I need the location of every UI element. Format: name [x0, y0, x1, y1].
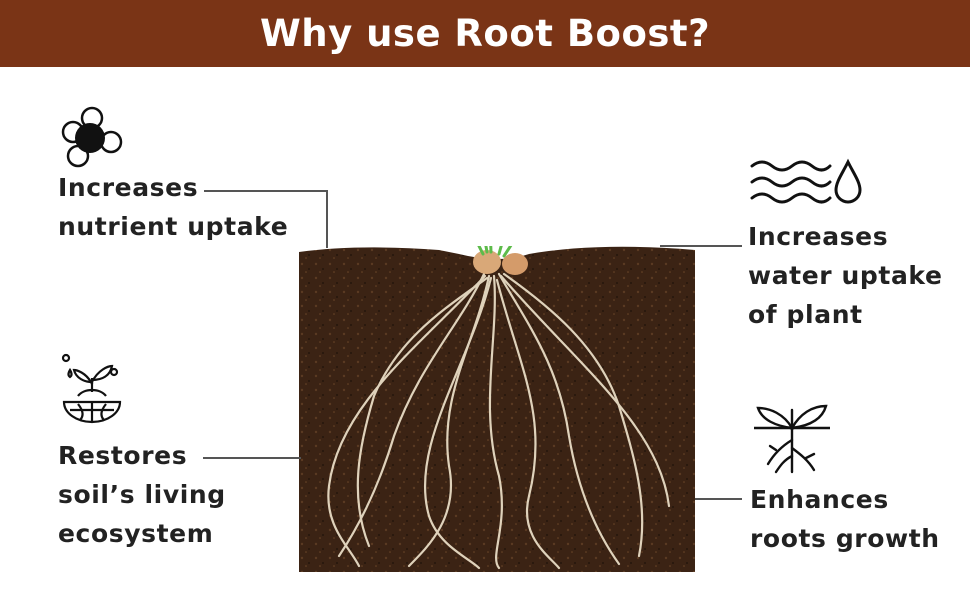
- feature-line: soil’s living: [58, 480, 226, 509]
- feature-line: Increases: [58, 173, 199, 202]
- feature-line: of plant: [748, 300, 863, 329]
- feature-water-uptake: Increases water uptake of plant: [748, 217, 943, 334]
- page-title: Why use Root Boost?: [259, 12, 711, 55]
- water-waves-drop-icon: [750, 158, 862, 204]
- soil-roots-illustration: [299, 246, 695, 572]
- feature-soil-ecosystem: Restores soil’s living ecosystem: [58, 436, 226, 553]
- connector-line: [695, 498, 742, 500]
- connector-line: [660, 245, 742, 247]
- feature-line: nutrient uptake: [58, 212, 289, 241]
- connector-line: [326, 190, 328, 248]
- feature-line: roots growth: [750, 524, 940, 553]
- feature-line: water uptake: [748, 261, 943, 290]
- sprout-roots-icon: [754, 404, 830, 474]
- feature-roots-growth: Enhances roots growth: [750, 480, 940, 558]
- bulb: [473, 250, 528, 275]
- title-banner: Why use Root Boost?: [0, 0, 970, 67]
- feature-line: ecosystem: [58, 519, 214, 548]
- nutrient-molecules-icon: [61, 106, 123, 168]
- feature-line: Enhances: [750, 485, 889, 514]
- connector-line: [204, 190, 327, 192]
- connector-line: [203, 457, 301, 459]
- feature-nutrient-uptake: Increases nutrient uptake: [58, 168, 288, 246]
- feature-line: Increases: [748, 222, 889, 251]
- feature-line: Restores: [58, 441, 188, 470]
- seedling-globe-icon: [61, 353, 122, 424]
